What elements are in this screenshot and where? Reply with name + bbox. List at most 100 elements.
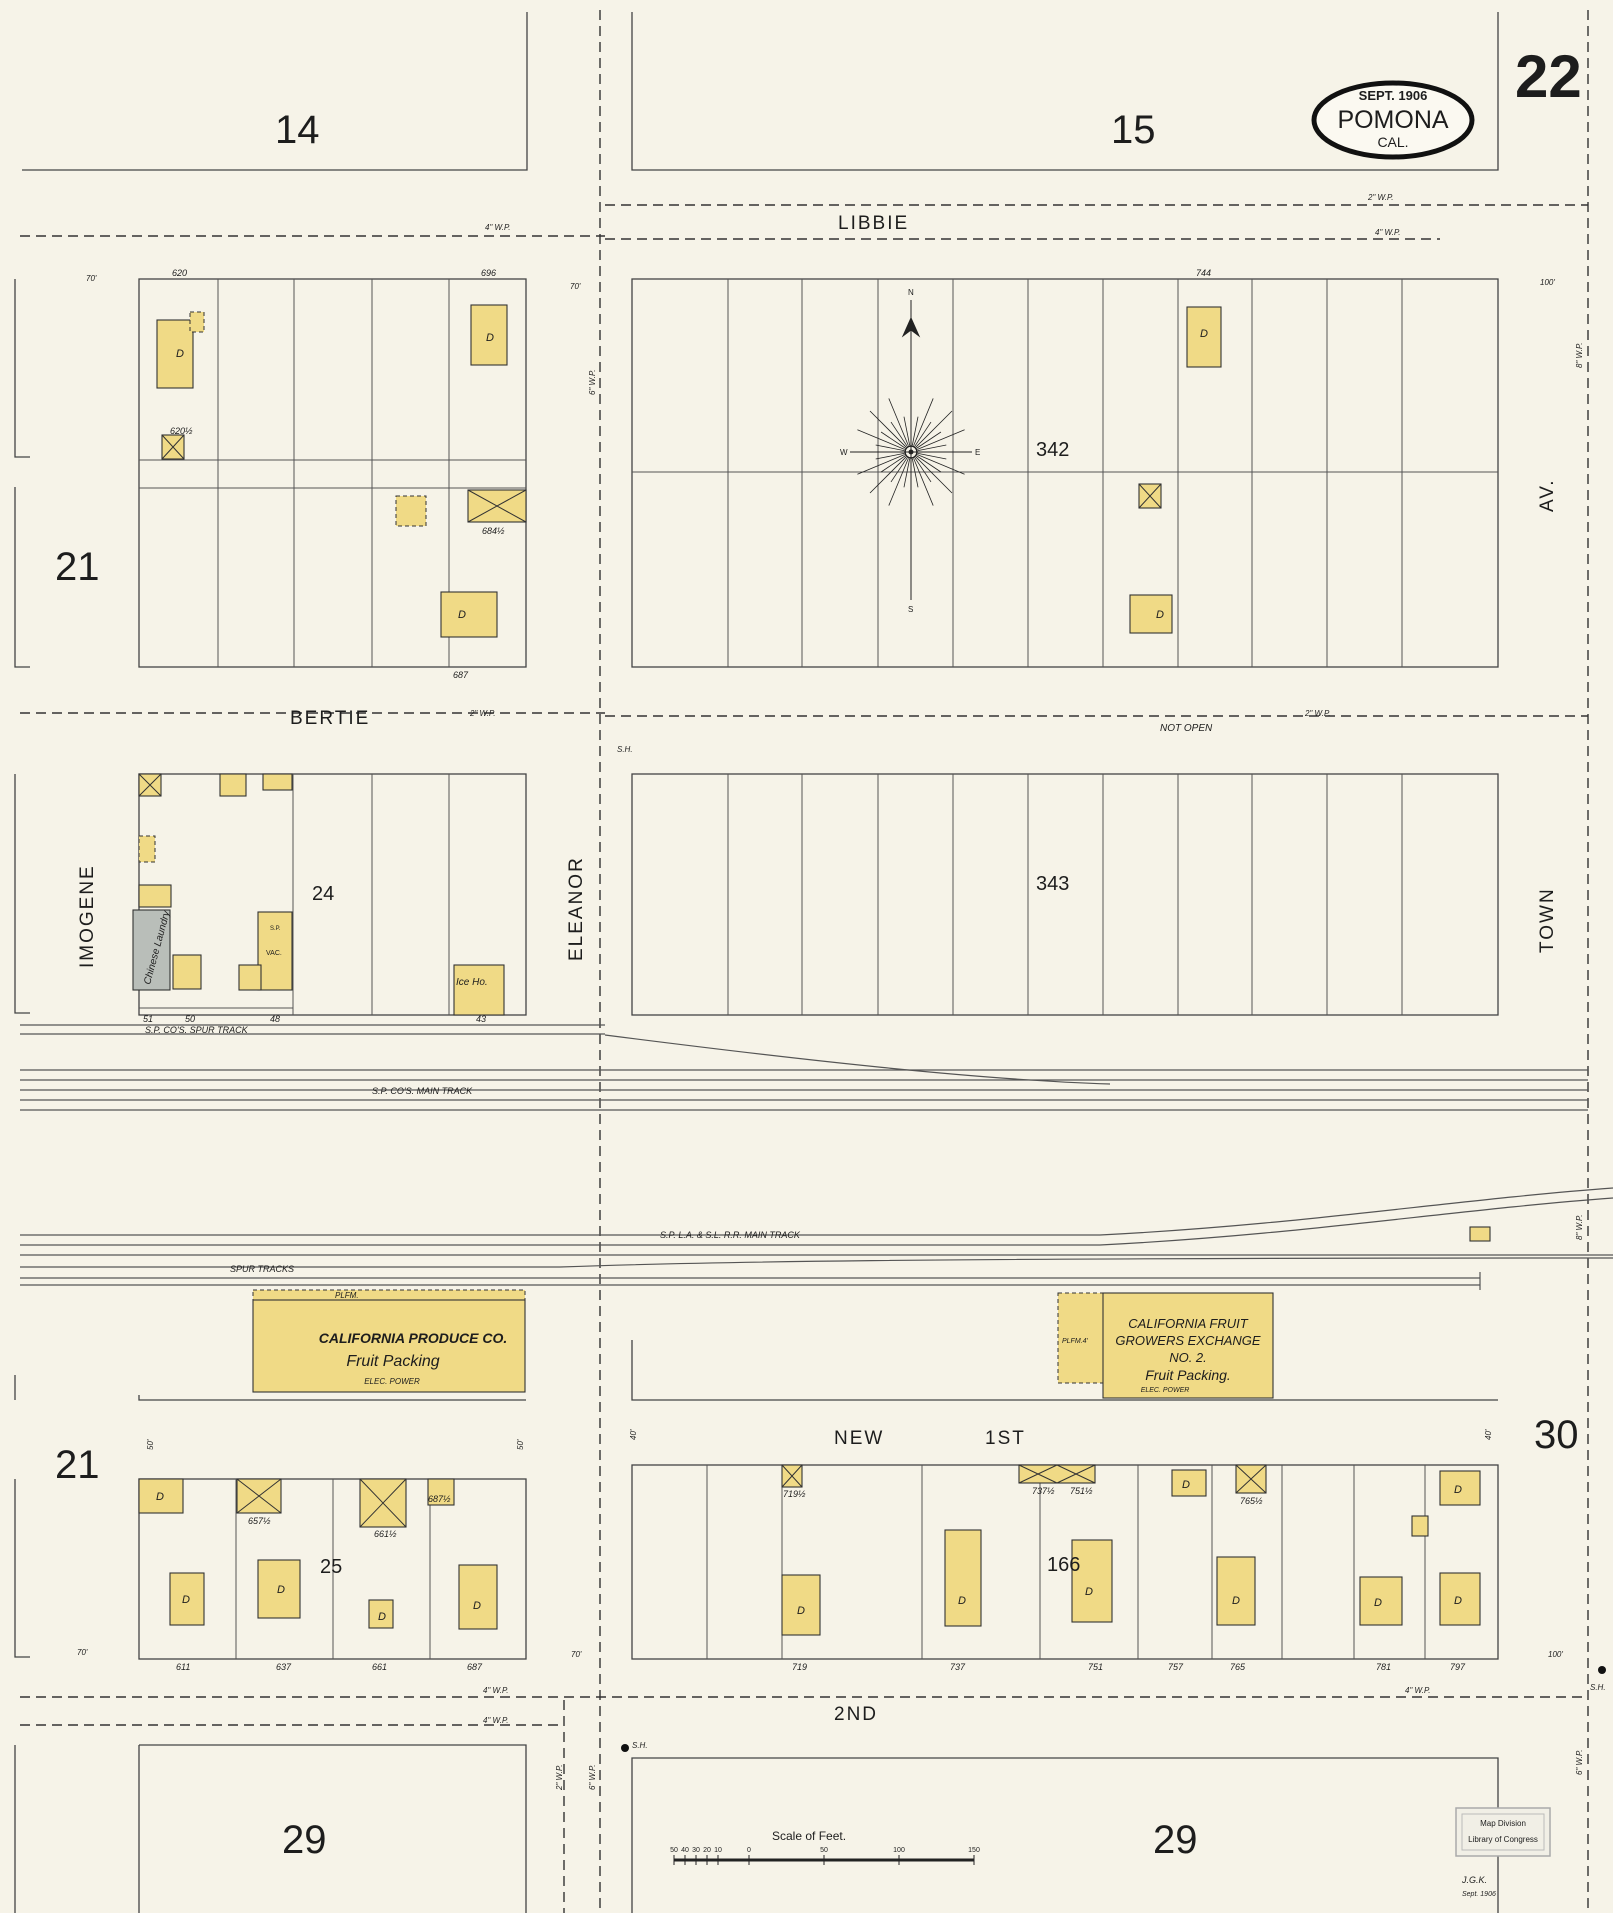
address-numbers: 620 696 744 687 684½ 620½ 51 50 48 43 61… [143, 268, 1466, 1672]
street-second: 2ND [834, 1704, 878, 1725]
addr-744: 744 [1196, 268, 1211, 278]
not-open-label: NOT OPEN [1160, 723, 1213, 734]
dwelling-765 [1216, 1556, 1256, 1626]
pipe-note-bertie-left: 2" W.P. [469, 709, 496, 718]
addr-661: 661 [372, 1662, 387, 1672]
compass-ray [875, 452, 905, 460]
cal-produce-use: Fruit Packing [346, 1353, 439, 1370]
street-libbie: LIBBIE [838, 213, 909, 234]
north-arrow [901, 316, 921, 338]
dwelling-611 [169, 1572, 205, 1626]
dwelling-751 [1071, 1539, 1113, 1623]
d-797-rear: D [1454, 1484, 1462, 1496]
compass-s: S [908, 605, 913, 614]
compass-ray [890, 457, 908, 483]
compass-ray [880, 455, 906, 473]
dwelling-687 [440, 591, 498, 638]
addr-50: 50 [185, 1014, 195, 1024]
addr-696: 696 [481, 268, 496, 278]
addr-797: 797 [1450, 1662, 1466, 1672]
compass-ray [875, 444, 905, 452]
dwelling-719 [781, 1574, 821, 1636]
dim-100-b: 100' [1548, 1650, 1563, 1659]
sh-bertie: S.H. [617, 745, 633, 754]
vac-label: VAC. [266, 950, 282, 957]
d-797: D [1454, 1595, 1462, 1607]
block-15-number: 15 [1111, 108, 1156, 152]
d-737: D [958, 1595, 966, 1607]
d-744: D [1200, 328, 1208, 340]
compass-ray [869, 410, 907, 448]
compass-ray [903, 416, 911, 446]
dwelling-611-front [138, 1478, 184, 1514]
addr-687b: 687 [467, 1662, 483, 1672]
addr-48: 48 [270, 1014, 280, 1024]
spur-track-label: S.P. CO'S. SPUR TRACK [145, 1025, 249, 1035]
block-30-number: 30 [1534, 1413, 1579, 1457]
addr-611: 611 [176, 1662, 190, 1672]
block-29-left-number: 29 [282, 1818, 327, 1862]
addr-719: 719 [792, 1662, 807, 1672]
d-696: D [486, 332, 494, 344]
compass-ray [917, 452, 947, 460]
scale-tick-label: 20 [703, 1847, 711, 1854]
d-781: D [1374, 1597, 1382, 1609]
cal-produce-name: CALIFORNIA PRODUCE CO. [319, 1330, 507, 1346]
block-342-number: 342 [1036, 439, 1069, 461]
block-25-number: 25 [320, 1556, 342, 1578]
sh-town: S.H. [1590, 1683, 1606, 1692]
compass-ray [911, 458, 919, 488]
buildings [132, 304, 1491, 1636]
scale-tick-label: 40 [681, 1847, 689, 1854]
lot-lines [139, 279, 1498, 1659]
pipe-note-eleanor: 6" W.P. [588, 369, 597, 395]
dim-70-b: 70' [570, 282, 581, 291]
survey-date: Sept. 1906 [1462, 1891, 1496, 1898]
addr-751b: 751½ [1070, 1486, 1093, 1496]
compass-ray [880, 431, 906, 449]
ice-house-label: Ice Ho. [456, 977, 488, 988]
addr-765b: 765½ [1240, 1496, 1263, 1506]
la-main-curve-1 [1099, 1187, 1613, 1236]
block-numbers: 14 15 21 24 342 343 21 25 166 30 29 29 [55, 108, 1579, 1862]
small-shed [1469, 1226, 1491, 1242]
pipe-note-second-right: 4" W.P. [1405, 1686, 1431, 1695]
addr-751: 751 [1088, 1662, 1103, 1672]
addr-684: 684½ [482, 526, 505, 536]
addr-781: 781 [1376, 1662, 1391, 1672]
street-new: NEW [834, 1428, 884, 1449]
dim-70-c: 70' [77, 1648, 88, 1657]
street-town: TOWN [1537, 887, 1558, 953]
dwelling-744 [1186, 306, 1222, 368]
d-751: D [1085, 1586, 1093, 1598]
compass-ray [913, 458, 934, 506]
stamp-line-1: Map Division [1480, 1819, 1526, 1828]
block-21-edge-bottom [14, 1375, 30, 1913]
scale-tick-label: 50 [670, 1847, 678, 1854]
dim-70-d: 70' [571, 1650, 582, 1659]
dim-50-a: 50' [146, 1439, 155, 1450]
street-av: AV. [1537, 479, 1558, 512]
compass-n: N [908, 288, 914, 297]
addr-661b: 661½ [374, 1529, 397, 1539]
block-29-right-number: 29 [1153, 1818, 1198, 1862]
library-stamp: Map Division Library of Congress [1455, 1807, 1551, 1857]
scale-tick-label: 10 [714, 1847, 722, 1854]
cal-produce-platform: PLFM. [335, 1291, 359, 1300]
compass-ray [911, 416, 919, 446]
la-track-4 [20, 1257, 1613, 1268]
compass-ray [915, 456, 953, 494]
addr-637: 637 [276, 1662, 292, 1672]
block-15-outline [631, 12, 1499, 171]
compass-ray [916, 431, 942, 449]
addr-687: 687 [453, 670, 469, 680]
dwelling-outline [395, 495, 427, 527]
addr-719b: 719½ [783, 1489, 806, 1499]
compass-ray [913, 398, 934, 446]
addr-765: 765 [1230, 1662, 1246, 1672]
scale-tick-label: 100 [893, 1847, 905, 1854]
cfge-power: ELEC. POWER [1141, 1387, 1190, 1394]
compass-ray [857, 454, 905, 475]
